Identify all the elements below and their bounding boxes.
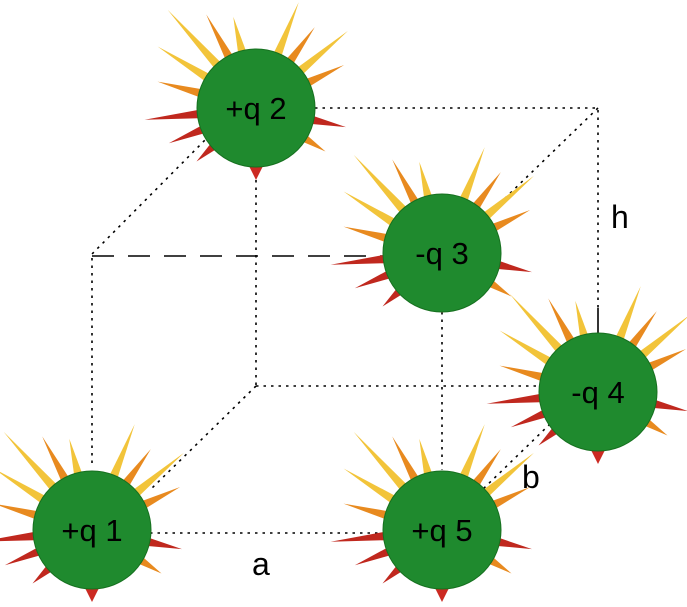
charge-1: +q 1 bbox=[0, 424, 184, 602]
edge-bottom-left-diagonal bbox=[149, 385, 257, 491]
charge-label: +q 2 bbox=[225, 91, 286, 126]
spike bbox=[294, 30, 348, 77]
spike bbox=[480, 452, 534, 499]
spike bbox=[636, 317, 687, 361]
edge-bottom-right-diagonal bbox=[479, 423, 551, 493]
spike-burst-icon bbox=[330, 147, 534, 307]
spike bbox=[307, 114, 346, 128]
spike bbox=[3, 431, 60, 493]
spike bbox=[272, 2, 299, 60]
spike bbox=[354, 269, 394, 289]
spike-burst-icon bbox=[144, 2, 348, 162]
spike bbox=[419, 161, 434, 202]
spike bbox=[626, 311, 657, 351]
spike bbox=[499, 365, 547, 383]
edge-top-right-diagonal bbox=[497, 107, 599, 206]
spike bbox=[493, 259, 532, 273]
spike bbox=[157, 81, 205, 99]
charge-sphere bbox=[382, 193, 502, 313]
spike bbox=[480, 175, 534, 222]
spike-burst-icon bbox=[330, 424, 534, 584]
spike bbox=[343, 226, 391, 244]
spike bbox=[168, 124, 208, 144]
spike bbox=[488, 487, 531, 511]
spike bbox=[499, 330, 555, 368]
box-edges bbox=[91, 107, 599, 534]
spike bbox=[69, 438, 84, 479]
spike bbox=[284, 27, 315, 67]
dimension-label-b: b bbox=[522, 459, 540, 495]
spike bbox=[206, 14, 235, 63]
dimension-label-h: h bbox=[611, 199, 629, 235]
spike bbox=[144, 109, 203, 120]
charge-sphere bbox=[382, 470, 502, 590]
charge-sphere bbox=[32, 470, 152, 590]
spike bbox=[233, 16, 248, 57]
spike bbox=[138, 487, 181, 511]
spike bbox=[108, 424, 135, 482]
spike bbox=[488, 210, 531, 234]
charge-label: +q 5 bbox=[411, 513, 472, 548]
charge-label: -q 4 bbox=[571, 375, 624, 410]
charge-2: +q 2 bbox=[144, 2, 348, 180]
charge-label: -q 3 bbox=[415, 236, 468, 271]
spike bbox=[644, 349, 687, 373]
charge-4: -q 4 bbox=[486, 286, 687, 464]
spike bbox=[486, 393, 545, 404]
spike bbox=[130, 452, 184, 499]
spike bbox=[649, 398, 687, 412]
spike bbox=[353, 154, 410, 216]
spike bbox=[509, 293, 566, 355]
spike bbox=[510, 408, 550, 428]
spike bbox=[167, 9, 224, 71]
spike bbox=[548, 298, 577, 347]
charge-label: +q 1 bbox=[61, 513, 122, 548]
spike bbox=[614, 286, 641, 344]
spike bbox=[470, 449, 501, 489]
spike bbox=[353, 431, 410, 493]
spike bbox=[493, 536, 532, 550]
spike bbox=[0, 471, 49, 506]
charge-3: -q 3 bbox=[330, 147, 534, 313]
spike bbox=[354, 546, 394, 566]
spike bbox=[458, 424, 485, 482]
spike bbox=[392, 159, 421, 208]
spike bbox=[470, 172, 501, 212]
edge-top-left-diagonal bbox=[91, 134, 211, 255]
charge-5: +q 5 bbox=[330, 424, 534, 602]
spike bbox=[330, 254, 389, 265]
spike bbox=[419, 438, 434, 479]
spike bbox=[458, 147, 485, 205]
spike bbox=[0, 504, 41, 521]
charge-sphere bbox=[538, 332, 658, 452]
spike bbox=[343, 468, 399, 506]
spike bbox=[302, 65, 345, 89]
spike bbox=[330, 531, 389, 542]
charge-sphere bbox=[196, 48, 316, 168]
spike bbox=[343, 191, 399, 229]
spike bbox=[120, 449, 151, 489]
spike bbox=[143, 536, 182, 550]
spike bbox=[343, 503, 391, 521]
spike bbox=[42, 436, 71, 485]
dimension-label-a: a bbox=[252, 546, 270, 582]
spike bbox=[157, 46, 213, 84]
spike bbox=[0, 531, 39, 542]
spike bbox=[392, 436, 421, 485]
spike bbox=[575, 300, 590, 341]
spike bbox=[4, 546, 44, 566]
